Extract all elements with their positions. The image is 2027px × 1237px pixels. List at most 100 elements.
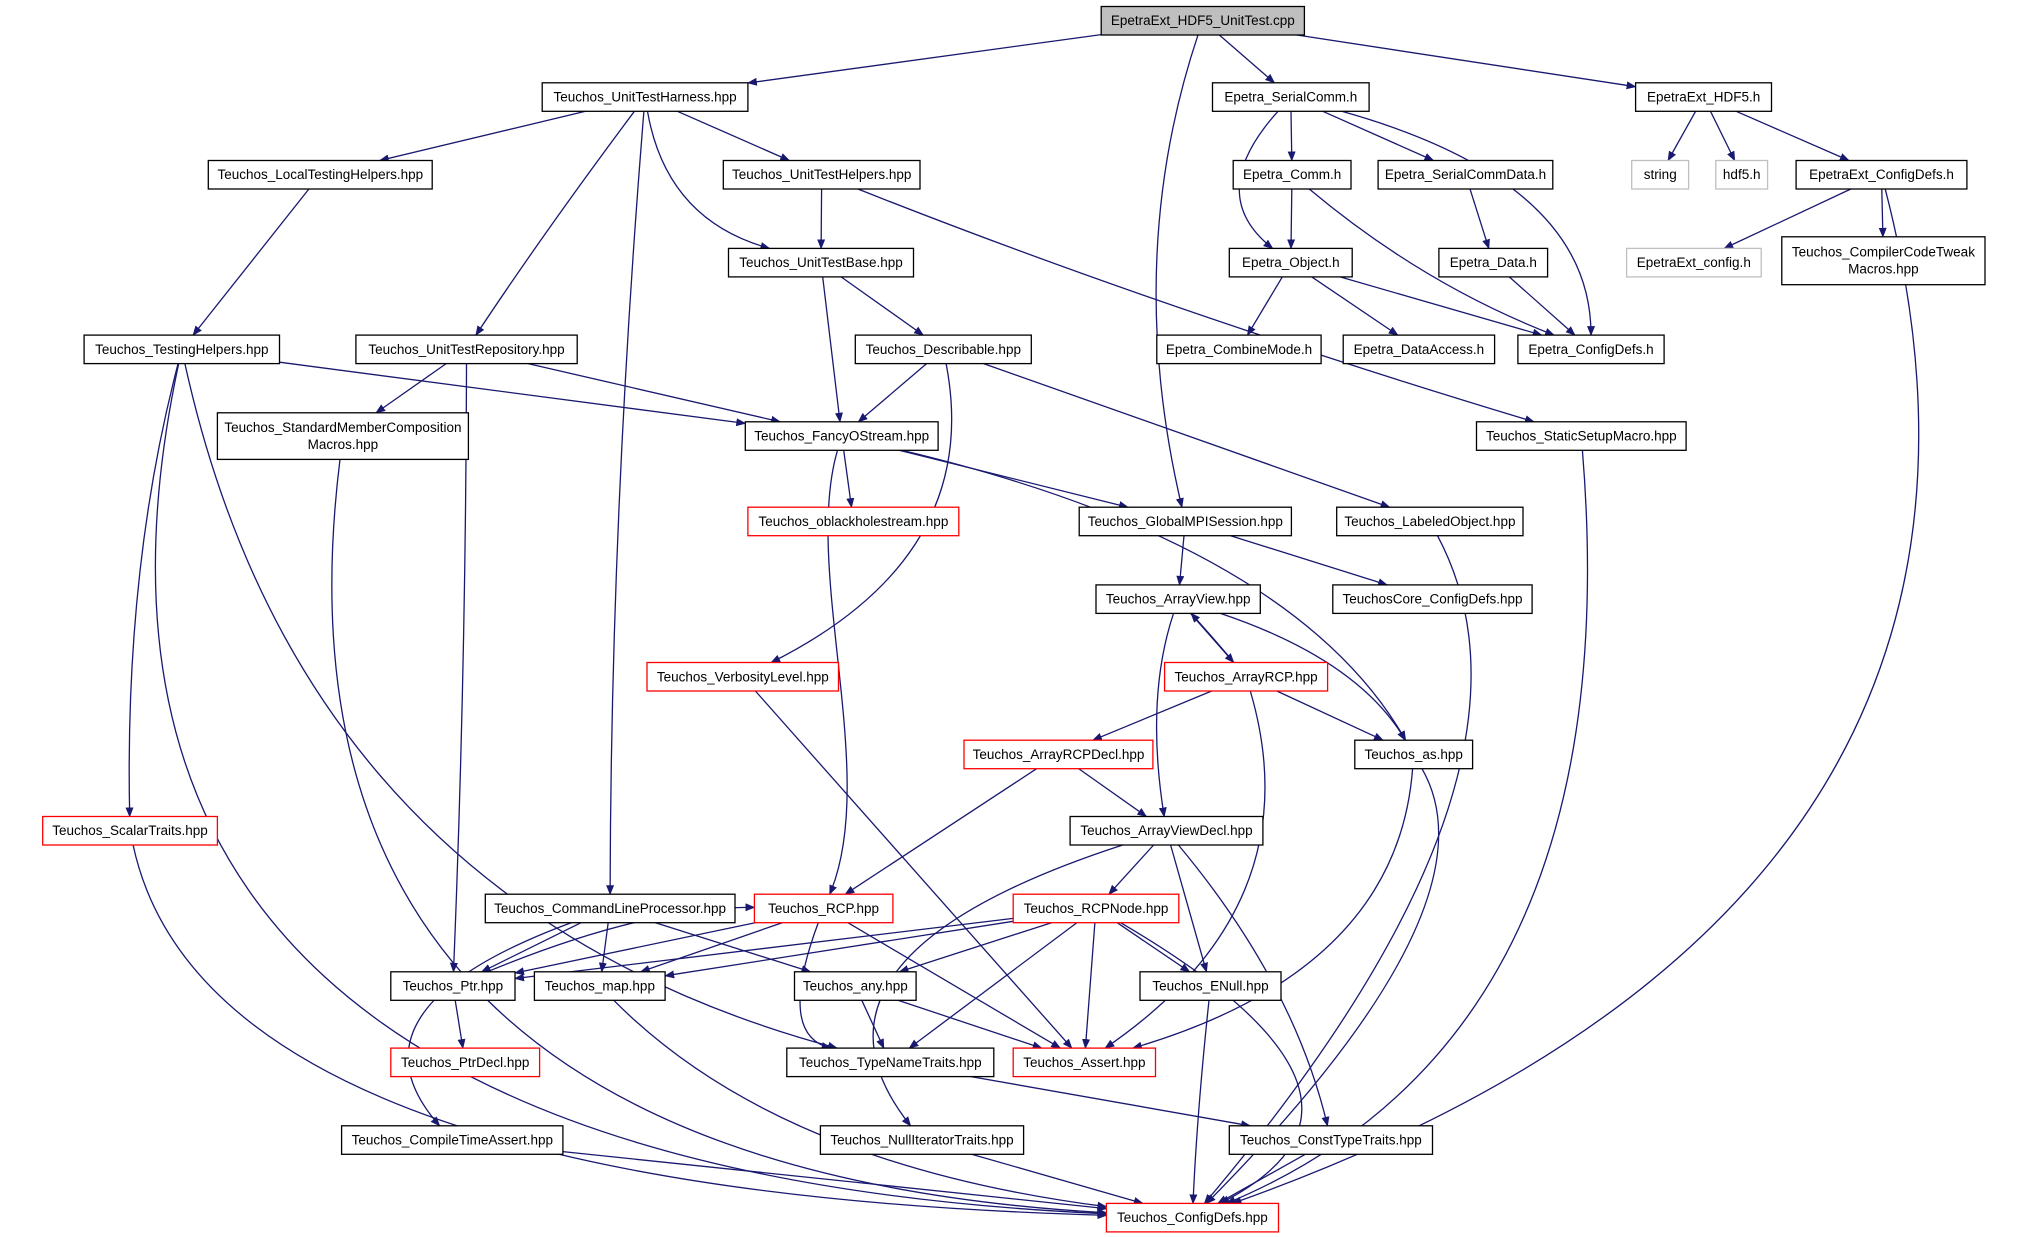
- node-utharness[interactable]: Teuchos_UnitTestHarness.hpp: [541, 82, 749, 112]
- node-rcpnode[interactable]: Teuchos_RCPNode.hpp: [1012, 893, 1180, 924]
- node-as[interactable]: Teuchos_as.hpp: [1354, 739, 1474, 770]
- node-label: Teuchos_any.hpp: [803, 979, 908, 994]
- node-label: Teuchos_ArrayViewDecl.hpp: [1080, 823, 1252, 838]
- node-rcp[interactable]: Teuchos_RCP.hpp: [753, 893, 894, 924]
- edge-testinghelpers-to-scalartraits: [125, 363, 179, 818]
- node-box: [1232, 159, 1352, 190]
- node-configdefs_ext[interactable]: EpetraExt_ConfigDefs.h: [1795, 159, 1968, 190]
- node-extconfig[interactable]: EpetraExt_config.h: [1625, 247, 1762, 278]
- node-box: [1625, 247, 1762, 278]
- edge-root-to-globalmpi: [1155, 34, 1199, 509]
- node-consttypetraits[interactable]: Teuchos_ConstTypeTraits.hpp: [1228, 1125, 1434, 1155]
- node-stdmember[interactable]: Teuchos_StandardMemberCompositionMacros.…: [216, 412, 470, 461]
- node-staticsetup[interactable]: Teuchos_StaticSetupMacro.hpp: [1475, 421, 1687, 451]
- edge-hdf5h-to-string: [1667, 110, 1697, 162]
- node-label: Epetra_ConfigDefs.h: [1528, 342, 1653, 357]
- node-hdf5[interactable]: hdf5.h: [1715, 159, 1769, 190]
- node-arrayview[interactable]: Teuchos_ArrayView.hpp: [1095, 584, 1261, 615]
- node-combinemode[interactable]: Epetra_CombineMode.h: [1156, 334, 1322, 365]
- edge-rcpnode-to-ptr: [514, 917, 1014, 982]
- node-box: [484, 893, 736, 924]
- edge-arrayview-to-arrayviewdecl: [1155, 613, 1175, 818]
- edge-labeledobject-to-configdefs: [1203, 535, 1472, 1205]
- node-testinghelpers[interactable]: Teuchos_TestingHelpers.hpp: [83, 334, 281, 365]
- edge-ptr-to-ptrdecl: [454, 1000, 466, 1050]
- node-label: Epetra_DataAccess.h: [1354, 342, 1485, 357]
- node-epobject[interactable]: Epetra_Object.h: [1228, 247, 1353, 278]
- edge-as-to-assert: [1131, 768, 1414, 1050]
- node-cmdline[interactable]: Teuchos_CommandLineProcessor.hpp: [484, 893, 736, 924]
- node-uthelpers[interactable]: Teuchos_UnitTestHelpers.hpp: [722, 159, 921, 190]
- edge-utharness-to-localtesting: [378, 110, 586, 163]
- node-localtesting[interactable]: Teuchos_LocalTestingHelpers.hpp: [207, 159, 433, 190]
- node-box: [1517, 334, 1665, 365]
- node-arrayrcp[interactable]: Teuchos_ArrayRCP.hpp: [1163, 661, 1329, 692]
- node-dataaccess[interactable]: Epetra_DataAccess.h: [1342, 334, 1496, 365]
- node-describable[interactable]: Teuchos_Describable.hpp: [854, 334, 1032, 365]
- edge-map-to-configdefs: [613, 999, 1108, 1210]
- node-labeledobject[interactable]: Teuchos_LabeledObject.hpp: [1336, 506, 1524, 537]
- edge-any-to-assert: [897, 999, 1043, 1050]
- node-utrepo[interactable]: Teuchos_UnitTestRepository.hpp: [355, 334, 578, 365]
- node-box: [747, 506, 960, 537]
- node-map[interactable]: Teuchos_map.hpp: [533, 971, 666, 1001]
- node-coreconfig[interactable]: TeuchosCore_ConfigDefs.hpp: [1332, 584, 1533, 615]
- edge-compiletimeassert-to-configdefs: [562, 1150, 1108, 1212]
- node-label: EpetraExt_config.h: [1637, 255, 1751, 270]
- edge-utharness-to-utrepo: [475, 110, 635, 336]
- edge-epcomm-to-epconfigdefs: [1308, 188, 1556, 336]
- node-box: [1078, 506, 1293, 537]
- edge-uthelpers-to-staticsetup: [857, 188, 1535, 424]
- node-label: string: [1644, 167, 1677, 182]
- node-arrayviewdecl[interactable]: Teuchos_ArrayViewDecl.hpp: [1069, 815, 1264, 846]
- node-enull[interactable]: Teuchos_ENull.hpp: [1139, 971, 1282, 1001]
- node-serialcommdata[interactable]: Epetra_SerialCommData.h: [1377, 159, 1554, 190]
- node-any[interactable]: Teuchos_any.hpp: [793, 971, 917, 1001]
- edge-fancyostream-to-oblackhole: [843, 450, 855, 509]
- edge-rcp-to-ptr: [514, 921, 756, 976]
- node-scalartraits[interactable]: Teuchos_ScalarTraits.hpp: [42, 815, 219, 846]
- node-serialcomm[interactable]: Epetra_SerialComm.h: [1211, 82, 1370, 112]
- node-label: Teuchos_Describable.hpp: [866, 342, 1021, 357]
- node-utbase[interactable]: Teuchos_UnitTestBase.hpp: [727, 247, 915, 278]
- node-hdf5h[interactable]: EpetraExt_HDF5.h: [1634, 82, 1773, 112]
- edge-globalmpi-to-coreconfig: [1230, 535, 1389, 587]
- node-label: Teuchos_LabeledObject.hpp: [1344, 514, 1515, 529]
- node-globalmpi[interactable]: Teuchos_GlobalMPISession.hpp: [1078, 506, 1293, 537]
- node-assert[interactable]: Teuchos_Assert.hpp: [1012, 1047, 1157, 1078]
- node-string[interactable]: string: [1631, 159, 1690, 190]
- node-typenametraits[interactable]: Teuchos_TypeNameTraits.hpp: [786, 1047, 995, 1078]
- node-epcomm[interactable]: Epetra_Comm.h: [1232, 159, 1352, 190]
- node-box: [963, 739, 1154, 770]
- node-nulliter[interactable]: Teuchos_NullIteratorTraits.hpp: [819, 1125, 1025, 1155]
- edge-utharness-to-uthelpers: [677, 110, 791, 162]
- node-fancyostream[interactable]: Teuchos_FancyOStream.hpp: [744, 421, 939, 451]
- node-arrayrcpdecl[interactable]: Teuchos_ArrayRCPDecl.hpp: [963, 739, 1154, 770]
- edge-staticsetup-to-configdefs: [1225, 450, 1589, 1204]
- node-label: TeuchosCore_ConfigDefs.hpp: [1342, 592, 1522, 607]
- node-label: Teuchos_ConstTypeTraits.hpp: [1240, 1133, 1422, 1148]
- node-box: [646, 661, 840, 692]
- edge-epcomm-to-epobject: [1287, 188, 1296, 250]
- node-label: Teuchos_LocalTestingHelpers.hpp: [217, 167, 423, 182]
- node-label: Epetra_CombineMode.h: [1166, 342, 1312, 357]
- node-box: [722, 159, 921, 190]
- node-label: EpetraExt_ConfigDefs.h: [1809, 167, 1954, 182]
- node-ptrdecl[interactable]: Teuchos_PtrDecl.hpp: [390, 1047, 541, 1078]
- node-box: [1377, 159, 1554, 190]
- node-ptr[interactable]: Teuchos_Ptr.hpp: [390, 971, 516, 1001]
- node-box: [1211, 82, 1370, 112]
- node-root[interactable]: EpetraExt_HDF5_UnitTest.cpp: [1100, 5, 1306, 36]
- edge-serialcomm-to-serialcommdata: [1322, 110, 1435, 162]
- node-verbosity[interactable]: Teuchos_VerbosityLevel.hpp: [646, 661, 840, 692]
- node-box: [1095, 584, 1261, 615]
- node-configdefs[interactable]: Teuchos_ConfigDefs.hpp: [1105, 1202, 1280, 1233]
- node-epconfigdefs[interactable]: Epetra_ConfigDefs.h: [1517, 334, 1665, 365]
- edge-configdefs_ext-to-compilertweak: [1878, 188, 1887, 238]
- node-oblackhole[interactable]: Teuchos_oblackholestream.hpp: [747, 506, 960, 537]
- node-box: [1336, 506, 1524, 537]
- node-epdata[interactable]: Epetra_Data.h: [1438, 247, 1549, 278]
- node-compiletimeassert[interactable]: Teuchos_CompileTimeAssert.hpp: [340, 1125, 564, 1155]
